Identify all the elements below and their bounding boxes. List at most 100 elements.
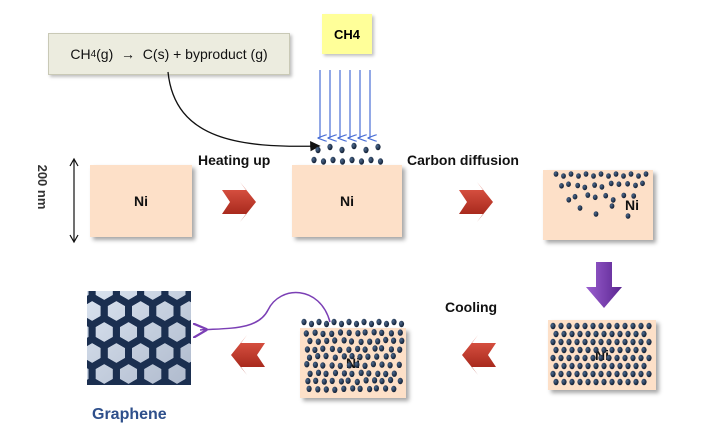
carbon-atom: [368, 156, 374, 164]
carbon-atom: [375, 143, 381, 151]
carbon-atom: [368, 320, 375, 328]
carbon-atom: [633, 362, 639, 370]
carbon-atom: [354, 361, 360, 368]
carbon-atom: [379, 329, 385, 336]
carbon-atom: [646, 370, 652, 378]
carbon-atom: [315, 369, 322, 376]
carbon-atom: [362, 362, 368, 369]
carbon-atom: [550, 370, 556, 378]
carbon-atom: [590, 338, 596, 346]
carbon-atom: [641, 330, 647, 338]
carbon-atom: [574, 322, 580, 330]
carbon-atom: [625, 330, 631, 338]
equation-subscript: 4: [90, 48, 97, 60]
graphene-lattice-image: [80, 255, 225, 387]
carbon-atom: [569, 346, 575, 354]
carbon-atom: [358, 158, 365, 165]
carbon-atom: [315, 386, 321, 393]
equation-lhs: CH: [70, 46, 91, 62]
carbon-atom: [303, 330, 309, 337]
carbon-atom: [638, 354, 644, 362]
carbon-atom: [373, 385, 379, 392]
carbon-atom: [366, 370, 372, 377]
carbon-atom: [582, 338, 588, 346]
carbon-atom: [312, 346, 318, 354]
carbon-atom: [576, 173, 581, 179]
carbon-atom: [574, 338, 580, 346]
carbon-atom: [397, 346, 403, 353]
carbon-atom: [598, 354, 604, 362]
carbon-atom: [566, 354, 572, 362]
carbon-atom: [323, 370, 329, 377]
nickel-block-initial: Ni: [90, 165, 192, 237]
carbon-atom: [383, 385, 389, 392]
carbon-atom: [391, 318, 397, 326]
carbon-atom: [633, 182, 638, 189]
carbon-atom: [311, 156, 317, 164]
carbon-atom: [355, 345, 361, 353]
carbon-atom: [593, 330, 599, 338]
carbon-atom: [577, 362, 583, 370]
carbon-atom: [391, 337, 397, 344]
carbon-atom: [377, 158, 384, 165]
carbon-atom: [592, 182, 597, 188]
carbon-atom: [391, 385, 397, 393]
carbon-atoms-cooling: [550, 322, 652, 386]
carbon-atom: [358, 369, 364, 376]
carbon-atom: [550, 322, 556, 330]
red-arrow-cooling: [462, 335, 496, 375]
carbon-atom: [558, 338, 564, 346]
graphene-hexagon: [201, 255, 225, 283]
carbon-atom: [561, 362, 567, 370]
carbon-atom: [601, 346, 607, 354]
carbon-atom: [312, 329, 318, 336]
gas-source-box: CH4: [322, 14, 372, 54]
graphene-hexagon: [80, 255, 104, 283]
red-arrow-heating: [222, 182, 256, 222]
carbon-atom: [585, 330, 591, 338]
carbon-atom: [621, 173, 626, 179]
carbon-atom: [582, 354, 588, 362]
carbon-atom: [383, 320, 390, 328]
carbon-atom: [329, 377, 335, 385]
graphene-label: Graphene: [92, 406, 167, 423]
carbon-atom: [306, 354, 313, 361]
carbon-atom: [630, 370, 636, 378]
carbon-atom: [329, 330, 335, 337]
carbon-atom: [640, 180, 645, 187]
graphene-hexagon: [153, 255, 177, 283]
carbon-atom: [585, 192, 591, 198]
carbon-atom: [349, 352, 355, 360]
equation-rhs: (g) → C(s) + byproduct (g): [96, 46, 268, 62]
graphene-hexagon: [86, 377, 108, 386]
carbon-atom: [608, 180, 614, 187]
carbon-atom: [590, 354, 596, 362]
carbon-atom: [593, 211, 599, 217]
carbon-atom: [609, 203, 615, 209]
carbon-atom: [617, 378, 623, 386]
carbon-atom: [606, 370, 612, 378]
carbon-atom: [323, 320, 330, 328]
graphene-hexagon: [125, 377, 156, 386]
carbon-atom: [367, 385, 373, 393]
carbon-atom: [397, 377, 403, 385]
carbon-atom: [397, 329, 403, 336]
nickel-block-cooling: Ni: [548, 320, 656, 390]
carbon-atom: [566, 370, 572, 378]
carbon-atom: [574, 354, 580, 362]
carbon-atom: [346, 318, 352, 326]
carbon-atom: [633, 378, 639, 386]
carbon-atom: [582, 370, 588, 378]
carbon-atom: [616, 181, 622, 187]
carbon-atom: [341, 370, 347, 377]
carbon-atom: [332, 354, 338, 361]
carbon-atom: [346, 329, 352, 336]
carbon-atom: [609, 362, 615, 370]
carbon-atom: [601, 378, 607, 386]
carbon-atom: [610, 197, 616, 203]
carbon-atom: [622, 322, 628, 330]
carbon-atom: [577, 330, 583, 338]
graphene-hexagon: [101, 377, 132, 386]
carbon-atom: [609, 378, 615, 386]
